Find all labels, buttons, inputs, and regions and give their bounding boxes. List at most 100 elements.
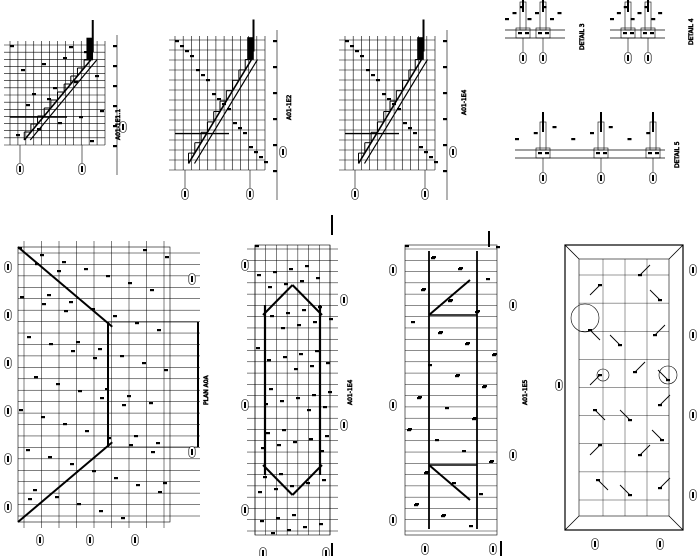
annotation-tag	[666, 379, 670, 382]
detail-tag	[527, 18, 532, 21]
leader-line	[589, 329, 601, 341]
leader-line	[649, 289, 661, 301]
annotation-tag	[212, 93, 216, 96]
hip-line	[291, 284, 323, 316]
detail-bolt	[538, 32, 542, 35]
view-plan-3: A01-1E5	[389, 231, 529, 556]
section-3-markers	[351, 146, 457, 200]
leader-line	[639, 444, 651, 456]
grid-bubble-mark	[392, 267, 394, 273]
detail-bubble-mark	[542, 55, 544, 61]
annotation-tag	[431, 257, 435, 260]
annotation-tag	[149, 402, 153, 405]
annotation-tag	[142, 362, 146, 365]
detail-bubble-mark	[600, 175, 602, 181]
annotation-tag	[345, 40, 349, 43]
detail-tag	[637, 12, 642, 15]
annotation-tag	[299, 353, 303, 356]
plan-2-title: A01-1E4	[347, 379, 354, 405]
annotation-tag	[42, 303, 46, 306]
leader-line	[609, 334, 621, 346]
annotation-tag	[129, 444, 133, 447]
annotation-tag	[243, 132, 247, 135]
dimension-tag	[443, 92, 447, 95]
annotation-tag	[127, 395, 131, 398]
annotation-tag	[297, 324, 301, 327]
annotation-tag	[163, 482, 167, 485]
annotation-tag	[424, 472, 428, 475]
grid-bubble-mark	[134, 537, 136, 543]
annotation-tag	[95, 75, 99, 78]
annotation-tag	[40, 254, 44, 257]
view-section-1: A01-1E1.1	[4, 20, 127, 175]
annotation-tag	[269, 388, 273, 391]
annotation-tag	[257, 274, 261, 277]
detail-bolt	[650, 32, 654, 35]
annotation-tag	[196, 69, 200, 72]
annotation-tag	[157, 329, 161, 332]
view-detail-1: DETAIL 3	[505, 0, 586, 64]
stair-stringer	[29, 59, 98, 141]
detail-2-title: DETAIL 4	[688, 18, 695, 45]
annotation-tag	[302, 309, 306, 312]
annotation-tag	[315, 350, 319, 353]
annotation-tag	[424, 151, 428, 154]
annotation-tag	[392, 103, 396, 106]
leader-line	[619, 484, 631, 496]
annotation-tag	[21, 69, 25, 72]
leader-line	[589, 284, 601, 296]
grid-bubble-mark	[354, 191, 356, 197]
detail-tag	[542, 6, 547, 9]
annotation-tag	[63, 57, 67, 60]
dimension-tag	[113, 145, 117, 148]
grid-bubble-mark	[244, 507, 246, 513]
plan-1-title: PLAN A0A	[203, 374, 210, 405]
annotation-tag	[267, 359, 271, 362]
annotation-tag	[312, 394, 316, 397]
annotation-tag	[588, 329, 592, 332]
dimension-tag	[273, 66, 277, 69]
hip-line	[262, 284, 294, 316]
annotation-tag	[20, 296, 24, 299]
grid-bubble-mark	[262, 550, 264, 556]
plan-outline	[564, 244, 684, 531]
annotation-tag	[62, 261, 66, 264]
annotation-tag	[222, 103, 226, 106]
annotation-tag	[32, 93, 36, 96]
hip-line	[17, 441, 113, 523]
annotation-tag	[294, 368, 298, 371]
annotation-tag	[56, 383, 60, 386]
annotation-tag	[407, 429, 411, 432]
leader-line	[594, 409, 606, 421]
detail-bolt	[538, 152, 542, 155]
annotation-tag	[53, 87, 57, 90]
dimension-tag	[273, 118, 277, 121]
dimension-tag	[113, 85, 117, 88]
annotation-tag	[376, 79, 380, 82]
annotation-tag	[276, 517, 280, 520]
annotation-tag	[217, 98, 221, 101]
corner-line	[564, 244, 580, 260]
annotation-tag	[413, 132, 417, 135]
annotation-tag	[465, 343, 469, 346]
annotation-tag	[18, 247, 22, 250]
leader-line	[651, 429, 663, 441]
annotation-tag	[403, 122, 407, 125]
detail-tag	[608, 126, 613, 129]
annotation-tag	[63, 423, 67, 426]
view-plan-2: A01-1E4	[241, 215, 354, 556]
annotation-tag	[596, 479, 600, 482]
dimension-tag	[113, 65, 117, 68]
annotation-tag	[441, 515, 445, 518]
dimension-tag	[443, 66, 447, 69]
annotation-tag	[290, 485, 294, 488]
annotation-tag	[455, 375, 459, 378]
annotation-tag	[405, 245, 409, 248]
grid-bubble-mark	[452, 149, 454, 155]
annotation-tag	[296, 397, 300, 400]
annotation-tag	[274, 488, 278, 491]
dimension-tag	[443, 40, 447, 43]
annotation-tag	[26, 449, 30, 452]
annotation-tag	[106, 275, 110, 278]
section-3-grid	[339, 30, 448, 200]
